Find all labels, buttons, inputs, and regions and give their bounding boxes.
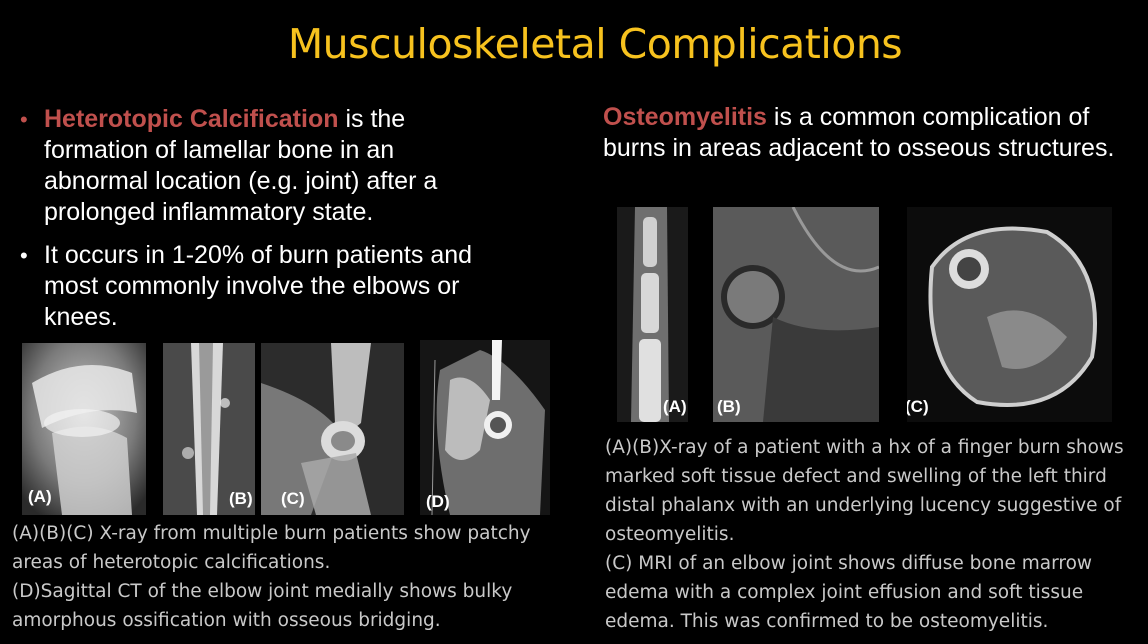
caption-line: (C) MRI of an elbow joint shows diffuse … (605, 553, 1093, 632)
caption-line: (A)(B)X-ray of a patient with a hx of a … (605, 437, 1124, 545)
xray-long-bone-image: (B) (163, 343, 255, 515)
figure-label-a: (A) (28, 487, 52, 506)
bullet-item-heterotopic: • Heterotopic Calcification is the forma… (20, 104, 500, 228)
xray-knee-image: (A) (22, 343, 146, 515)
bullet-text: is the formation of lamellar bone in an … (44, 105, 438, 226)
ct-elbow-image: (D) (420, 340, 550, 515)
figure-label-b: (B) (717, 397, 741, 416)
caption-line: (A)(B)(C) X-ray from multiple burn patie… (12, 523, 531, 573)
figure-label-c: (C) (281, 489, 305, 508)
slide-title: Musculoskeletal Complications (287, 20, 903, 68)
figure-label-d: (D) (426, 492, 450, 511)
term-osteomyelitis: Osteomyelitis (603, 103, 767, 131)
xray-elbow-image: (C) (261, 343, 404, 515)
mri-axial-elbow-image: (C) (907, 207, 1112, 422)
bullet-list: • Heterotopic Calcification is the forma… (20, 104, 500, 345)
right-caption: (A)(B)X-ray of a patient with a hx of a … (605, 433, 1145, 636)
left-caption: (A)(B)(C) X-ray from multiple burn patie… (12, 519, 568, 635)
figure-label-b: (B) (229, 489, 253, 508)
bullet-text: It occurs in 1-20% of burn patients and … (44, 241, 473, 331)
osteomyelitis-paragraph: Osteomyelitis is a common complication o… (603, 102, 1143, 164)
xray-finger-image: (A) (617, 207, 688, 422)
figure-label-c: (C) (907, 397, 929, 416)
figure-label-a: (A) (663, 397, 687, 416)
bullet-item-incidence: • It occurs in 1-20% of burn patients an… (20, 240, 500, 333)
bullet-dot: • (20, 243, 28, 268)
osteomyelitis-text: is a common complication of burns in are… (603, 103, 1115, 162)
bullet-dot: • (20, 107, 28, 132)
term-heterotopic-calcification: Heterotopic Calcification (44, 105, 339, 133)
caption-line: (D)Sagittal CT of the elbow joint medial… (12, 581, 513, 631)
mri-sagittal-image: (B) (713, 207, 879, 422)
